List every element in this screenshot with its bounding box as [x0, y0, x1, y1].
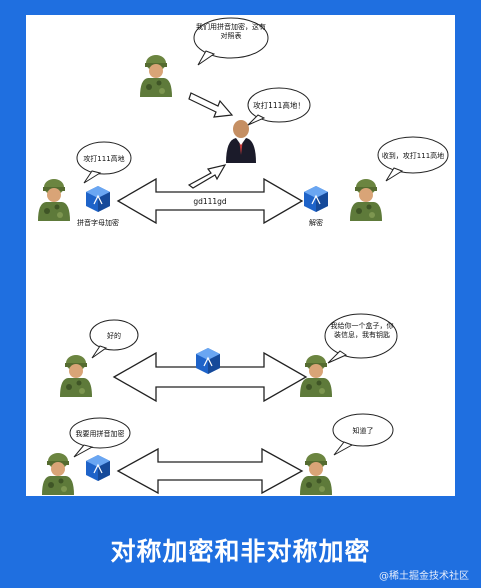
soldier-left-mid — [60, 355, 92, 397]
label-decrypt: 解密 — [309, 218, 323, 227]
soldier-left-top — [38, 179, 70, 221]
speech-bubble-left-bottom: 我要用拼音加密 — [69, 417, 131, 458]
cube-left-bottom — [85, 454, 111, 482]
credit-watermark: @稀土掘金技术社区 — [379, 571, 469, 582]
caption-title: 对称加密和非对称加密 — [110, 537, 371, 566]
bubble-text-right-bottom: 知道了 — [353, 426, 374, 435]
speech-bubble-left-mid: 好的 — [89, 319, 139, 359]
soldier-right-top — [350, 179, 382, 221]
diagram-svg: 我们用拼音加密，这有对照表 攻打111高地！ 攻打111高地 拼音字母加密 gd… — [38, 17, 449, 495]
arrow-to-officer — [188, 92, 234, 118]
speech-bubble-left-top: 攻打111高地 — [76, 141, 132, 184]
soldier-left-bottom — [42, 453, 74, 495]
speech-bubble-right-top: 收到，攻打111高地 — [377, 136, 449, 182]
double-arrow-symmetric — [116, 177, 304, 225]
soldier-top — [140, 55, 172, 97]
bubble-text-left-top: 攻打111高地 — [83, 154, 124, 163]
arrow-up-officer — [187, 164, 227, 189]
bubble-text-left-bottom: 我要用拼音加密 — [76, 429, 125, 438]
label-encrypt: 拼音字母加密 — [77, 218, 119, 227]
soldier-right-bottom — [300, 453, 332, 495]
cube-encrypt — [85, 185, 111, 213]
cube-decrypt — [303, 185, 329, 213]
speech-bubble-officer: 攻打111高地！ — [247, 87, 311, 126]
bubble-text-right-top: 收到，攻打111高地 — [382, 151, 444, 160]
bubble-text-right-mid: 我给你一个盒子，你装信息，我有钥匙 — [330, 322, 394, 339]
speech-bubble-right-mid: 我给你一个盒子，你装信息，我有钥匙 — [324, 313, 398, 364]
officer-figure — [226, 120, 256, 163]
speech-bubble-right-bottom: 知道了 — [332, 413, 394, 456]
speech-bubble-soldier-top: 我们用拼音加密，这有对照表 — [193, 17, 269, 66]
bubble-text-soldier-top: 我们用拼音加密，这有对照表 — [196, 23, 266, 40]
double-arrow-asym-top — [112, 351, 308, 403]
cipher-text: gd111gd — [193, 197, 227, 206]
bubble-text-left-mid: 好的 — [107, 331, 121, 340]
double-arrow-asym-bottom — [116, 447, 304, 495]
bubble-text-officer: 攻打111高地！ — [253, 100, 305, 110]
diagram-canvas: 我们用拼音加密，这有对照表 攻打111高地！ 攻打111高地 拼音字母加密 gd… — [26, 15, 455, 496]
